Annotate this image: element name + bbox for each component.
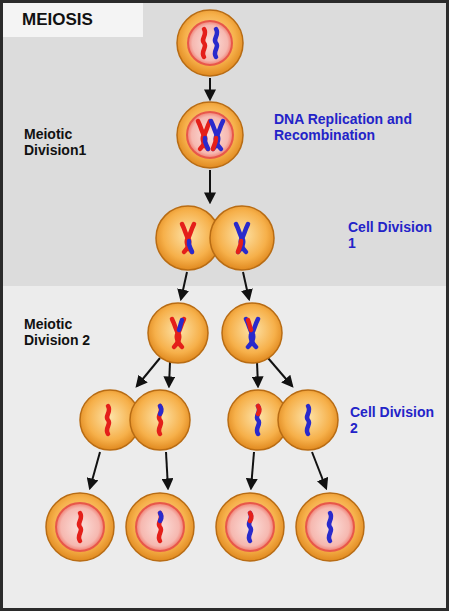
chromatid	[177, 319, 184, 347]
stage-label: Meiotic Division1	[24, 126, 104, 158]
chromatid-segment	[248, 320, 251, 330]
chromatid	[203, 121, 210, 149]
nucleus	[226, 503, 274, 551]
chromatid-segment	[258, 406, 260, 414]
cell	[126, 493, 194, 561]
arrow	[169, 362, 170, 386]
chromatid	[107, 406, 109, 434]
arrow	[209, 78, 211, 99]
chromosome	[203, 29, 205, 57]
chromatid-segment	[213, 138, 216, 149]
upper-panel	[3, 3, 446, 286]
process-label: Cell Division 1	[348, 219, 438, 251]
chromatid-segment	[160, 406, 162, 414]
cytoplasm	[296, 493, 364, 561]
cell	[222, 303, 282, 363]
cytoplasm	[278, 390, 338, 450]
arrow	[181, 272, 187, 299]
chromatid	[329, 513, 331, 541]
process-label: Cell Division 2	[350, 404, 440, 436]
chromosome	[172, 319, 184, 347]
nucleus	[187, 112, 233, 158]
nucleus	[136, 503, 184, 551]
arrow	[257, 362, 258, 386]
dividing-cell	[80, 390, 190, 450]
arrow	[90, 452, 100, 488]
chromatid	[307, 406, 309, 434]
nucleus	[188, 21, 232, 65]
dividing-cell	[156, 206, 274, 270]
cytoplasm	[177, 10, 243, 76]
chromatid-segment	[250, 513, 252, 521]
process-label: DNA Replication and Recombination	[274, 111, 444, 143]
lower-panel	[3, 286, 446, 608]
arrow	[268, 358, 292, 386]
chromosome	[198, 121, 210, 149]
cell	[148, 303, 208, 363]
cytoplasm	[46, 493, 114, 561]
chromosome	[246, 319, 258, 347]
cytoplasm	[130, 390, 190, 450]
nucleus	[306, 503, 354, 551]
chromosome	[211, 121, 223, 149]
chromatid	[79, 513, 81, 541]
chromatid	[159, 513, 161, 541]
chromatid	[251, 319, 258, 347]
cytoplasm	[148, 303, 208, 363]
nucleus	[56, 503, 104, 551]
chromosome	[215, 29, 217, 57]
cytoplasm	[222, 303, 282, 363]
chromatid	[257, 406, 259, 434]
stage-label: Meiotic Division 2	[24, 316, 104, 348]
cytoplasm	[210, 206, 274, 270]
cell	[296, 493, 364, 561]
arrow	[243, 272, 249, 299]
arrow	[137, 358, 160, 386]
cell	[177, 10, 243, 76]
chromatid	[187, 224, 194, 252]
arrow	[166, 452, 168, 488]
chromatid	[159, 406, 161, 434]
chromatid-segment	[160, 513, 162, 521]
arrow	[251, 452, 254, 488]
chromatid-segment	[179, 320, 182, 330]
chromatid	[249, 513, 251, 541]
title-box	[3, 3, 143, 37]
cell	[46, 493, 114, 561]
arrow	[209, 170, 211, 202]
cell	[177, 102, 243, 168]
cytoplasm	[177, 102, 243, 168]
cytoplasm	[126, 493, 194, 561]
chromosome	[182, 224, 194, 252]
dividing-cell	[228, 390, 338, 450]
chromatid-segment	[238, 241, 241, 252]
cytoplasm	[216, 493, 284, 561]
chromatid-segment	[205, 138, 208, 149]
arrow	[312, 452, 326, 488]
chromosome	[236, 224, 248, 252]
cell	[216, 493, 284, 561]
diagram-title: MEIOSIS	[22, 12, 142, 28]
chromatid-segment	[189, 241, 192, 252]
